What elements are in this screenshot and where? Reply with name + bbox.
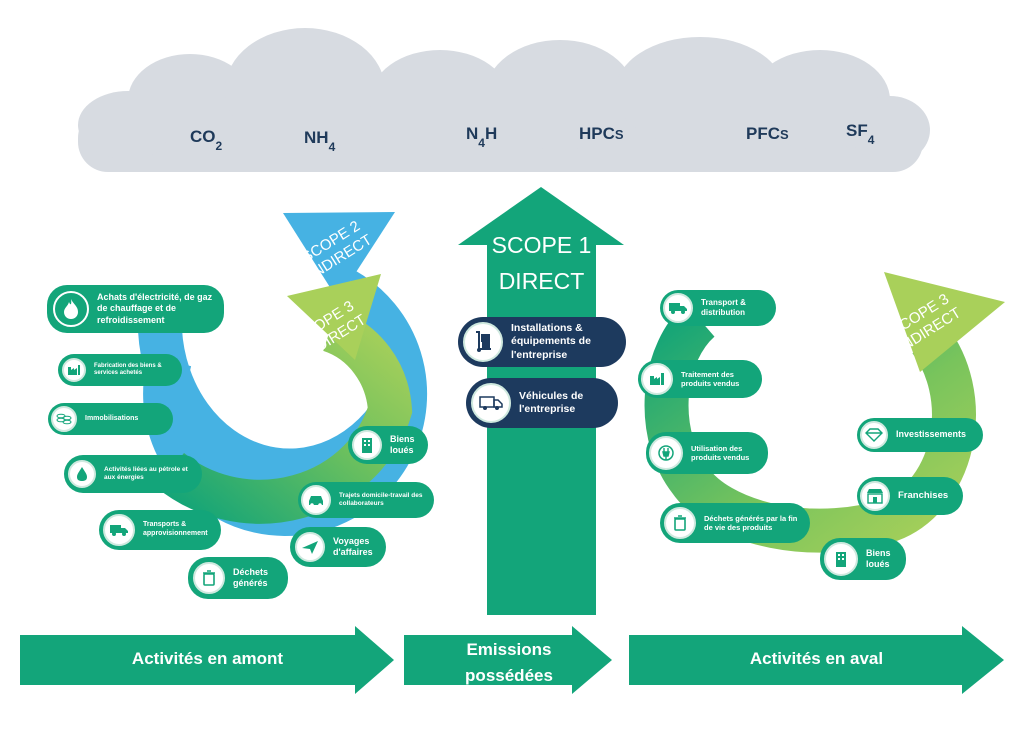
truck-icon	[103, 514, 135, 546]
oil-drop-icon	[68, 460, 96, 488]
truck-icon	[663, 293, 693, 323]
building-icon	[352, 430, 382, 460]
trash-icon	[664, 507, 696, 539]
building-icon	[824, 542, 858, 576]
downstream-item-investments: Investissements	[857, 418, 983, 452]
upstream-bar-arrow	[20, 626, 394, 694]
car-icon	[301, 485, 331, 515]
upstream-item-commute: Trajets domicile-travail des collaborate…	[298, 482, 434, 518]
diamond-icon	[860, 421, 888, 449]
downstream-bar-arrow	[629, 626, 1004, 694]
upstream-item-goods: Fabrication des biens & services achetés	[58, 354, 182, 386]
gas-sf4: SF4	[846, 121, 875, 147]
downstream-item-usage: Utilisation des produits vendus	[646, 432, 768, 474]
upstream-item-waste: Déchets générés	[188, 557, 288, 599]
downstream-item-end-of-life: Déchets générés par la fin de vie des pr…	[660, 503, 810, 543]
upstream-item-leased: Biens loués	[348, 426, 428, 464]
plug-icon	[649, 436, 683, 470]
factory-icon	[641, 363, 673, 395]
downstream-item-leased: Biens loués	[820, 538, 906, 580]
gas-co2: CO2	[190, 127, 223, 153]
downstream-item-processing: Traitement des produits vendus	[638, 360, 762, 398]
trash-icon	[193, 562, 225, 594]
upstream-item-travel: Voyages d'affaires	[290, 527, 386, 567]
gas-nh4: NH4	[304, 128, 336, 154]
downstream-item-franchises: Franchises	[857, 477, 963, 515]
direct-item-equipment: Installations & équipements de l'entrepr…	[458, 317, 626, 367]
upstream-item-energy-activities: Activités liées au pétrole et aux énergi…	[64, 455, 202, 493]
upstream-item-energy: Achats d'électricité, de gaz de chauffag…	[47, 285, 224, 333]
downstream-label: Activités en aval	[749, 649, 884, 668]
upstream-label: Activités en amont	[131, 649, 284, 668]
owned-bar-arrow	[404, 626, 612, 694]
flame-icon	[53, 291, 89, 327]
upstream-item-transport: Transports & approvisionnement	[99, 510, 221, 550]
shop-icon	[860, 481, 890, 511]
gas-hpcs: HPCS	[579, 124, 624, 143]
factory-icon	[62, 358, 86, 382]
hand-truck-icon	[463, 322, 503, 362]
plane-icon	[295, 532, 325, 562]
downstream-item-transport: Transport & distribution	[660, 290, 776, 326]
gas-cloud	[78, 28, 930, 172]
bottom-arrows	[20, 626, 1004, 694]
direct-item-vehicles: Véhicules de l'entreprise	[466, 378, 618, 428]
owned-label: Emissions possédées	[465, 640, 553, 685]
gas-pfcs: PFCS	[746, 124, 789, 143]
gas-n4h: N4H	[466, 124, 498, 150]
upstream-item-assets: Immobilisations	[48, 403, 173, 435]
coins-icon	[51, 406, 77, 432]
van-icon	[471, 383, 511, 423]
